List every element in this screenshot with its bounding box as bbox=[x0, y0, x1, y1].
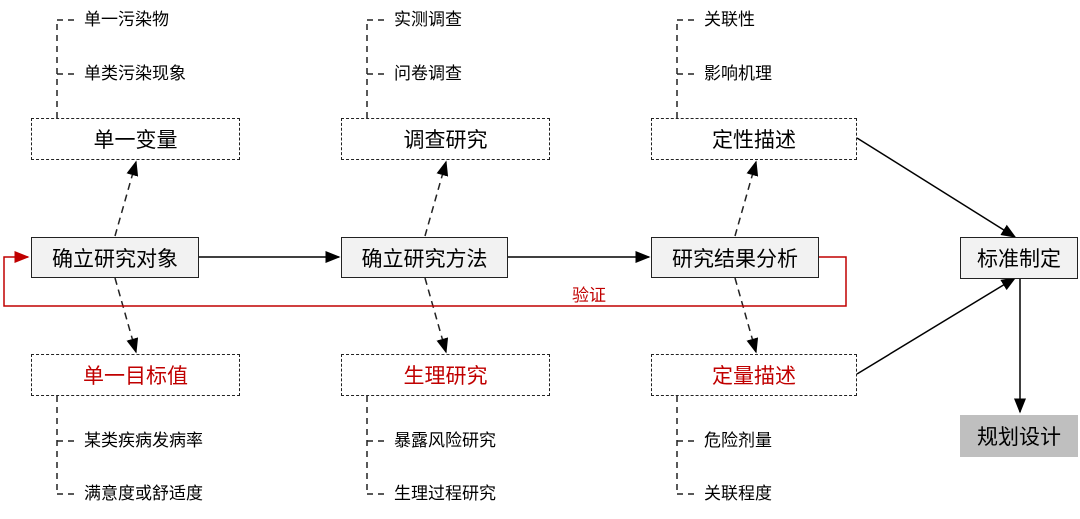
leaf-questionnaire-survey: 问卷调查 bbox=[394, 64, 462, 84]
arrow-analysis-to-qualitative bbox=[734, 160, 759, 237]
bracket-survey-leaves bbox=[366, 19, 386, 118]
leaf-physiological-process: 生理过程研究 bbox=[394, 484, 496, 504]
bracket-variable-leaves bbox=[56, 19, 76, 118]
feedback-label: 验证 bbox=[572, 286, 606, 306]
leaf-correlation-degree: 关联程度 bbox=[704, 484, 772, 504]
leaf-satisfaction-comfort: 满意度或舒适度 bbox=[84, 484, 203, 504]
box-single-variable: 单一变量 bbox=[31, 118, 240, 160]
leaf-mechanism: 影响机理 bbox=[704, 64, 772, 84]
leaf-field-survey: 实测调查 bbox=[394, 10, 462, 30]
arrow-qualitative-to-standard bbox=[856, 137, 1017, 238]
box-quantitative-description: 定量描述 bbox=[651, 354, 857, 396]
arrow-analysis-to-quantitative bbox=[734, 277, 759, 354]
box-single-target: 单一目标值 bbox=[31, 354, 240, 396]
box-determine-object: 确立研究对象 bbox=[31, 237, 199, 278]
leaf-correlation: 关联性 bbox=[704, 10, 755, 30]
bracket-qualitative-leaves bbox=[676, 19, 696, 118]
bracket-target-leaves bbox=[56, 396, 76, 495]
box-result-analysis: 研究结果分析 bbox=[651, 237, 819, 278]
box-determine-method: 确立研究方法 bbox=[341, 237, 508, 278]
feedback-loop bbox=[3, 251, 847, 307]
leaf-disease-incidence: 某类疾病发病率 bbox=[84, 431, 203, 451]
arrow-method-to-survey bbox=[424, 160, 449, 237]
box-standard-setting: 标准制定 bbox=[960, 237, 1078, 279]
box-physiology-research: 生理研究 bbox=[341, 354, 550, 396]
box-qualitative-description: 定性描述 bbox=[651, 118, 857, 160]
arrow-method-to-physiology bbox=[424, 277, 449, 354]
leaf-hazard-dose: 危险剂量 bbox=[704, 431, 772, 451]
box-planning-design: 规划设计 bbox=[960, 415, 1078, 457]
arrow-quantitative-to-standard bbox=[856, 277, 1017, 375]
leaf-exposure-risk: 暴露风险研究 bbox=[394, 431, 496, 451]
leaf-single-pollutant: 单一污染物 bbox=[84, 10, 169, 30]
bracket-physiology-leaves bbox=[366, 396, 386, 495]
leaf-single-pollution-phenomenon: 单类污染现象 bbox=[84, 64, 186, 84]
bracket-quantitative-leaves bbox=[676, 396, 696, 495]
arrow-object-to-target bbox=[114, 277, 139, 354]
arrow-object-to-variable bbox=[114, 160, 139, 237]
box-survey-research: 调查研究 bbox=[341, 118, 550, 160]
